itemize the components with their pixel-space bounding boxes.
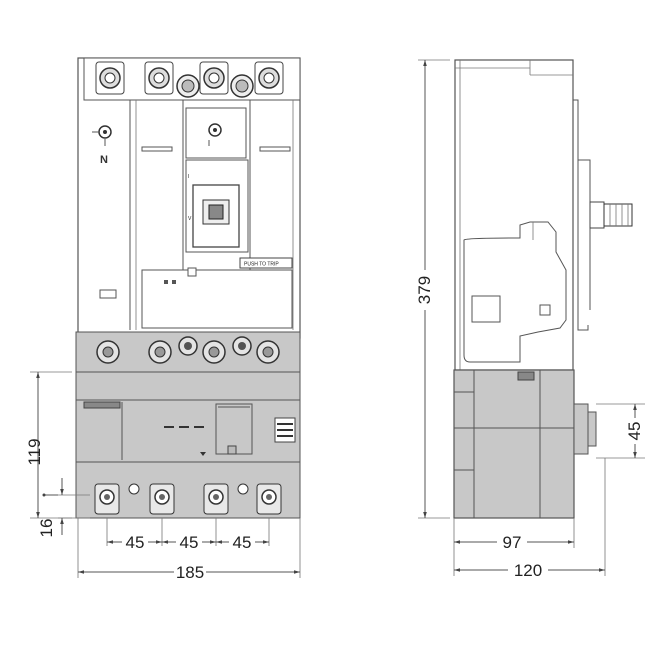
bottom-terminal <box>203 483 229 515</box>
aux-slot <box>99 289 117 299</box>
top-terminal <box>144 61 174 95</box>
lower-cover <box>141 269 293 329</box>
top-terminal <box>95 61 125 95</box>
front-dimensions: 119 16 45 45 45 185 <box>25 371 301 582</box>
side-module-front <box>573 403 589 455</box>
handle-knob <box>208 204 224 220</box>
side-handle <box>603 203 633 227</box>
neutral-pole-marker: N <box>92 125 112 166</box>
dim-total-width: 185 <box>176 563 204 582</box>
bottom-terminal <box>149 483 175 515</box>
neutral-label: N <box>100 154 108 166</box>
side-handle-base <box>589 201 605 229</box>
label-slot <box>259 146 291 152</box>
module-face <box>75 399 301 463</box>
label-slot <box>141 146 173 152</box>
center-pole-marker <box>185 107 247 159</box>
push-to-trip-label: PUSH TO TRIP <box>244 262 279 268</box>
top-terminals <box>95 61 284 98</box>
side-dimensions: 379 45 97 120 <box>415 59 645 580</box>
dim-depth-97: 97 <box>503 533 522 552</box>
position-off-label: V <box>188 216 192 222</box>
dim-pitch-1: 45 <box>126 533 145 552</box>
front-view: N I V PUSH TO TRIP <box>75 57 301 519</box>
dim-pitch-2: 45 <box>180 533 199 552</box>
top-terminal-screw <box>176 74 200 98</box>
module-clip <box>83 401 121 409</box>
bottom-terminals <box>94 483 282 515</box>
dim-depth-120: 120 <box>514 561 542 580</box>
bottom-terminal <box>256 483 282 515</box>
dim-total-height: 379 <box>415 276 434 304</box>
module-middle-band <box>75 371 301 401</box>
dim-pitch-3: 45 <box>233 533 252 552</box>
side-view <box>453 59 633 519</box>
top-terminal <box>199 61 229 95</box>
top-terminal-screw <box>230 74 254 98</box>
position-on-label: I <box>188 174 189 180</box>
side-mechanism <box>463 221 567 363</box>
mid-terminals <box>96 336 280 364</box>
push-to-trip-button <box>239 257 293 269</box>
dim-module-height: 119 <box>25 438 44 465</box>
dim-side-height-45: 45 <box>625 422 644 441</box>
top-terminal <box>254 61 284 95</box>
dim-terminal-offset: 16 <box>37 519 56 538</box>
bottom-terminal <box>94 483 120 515</box>
